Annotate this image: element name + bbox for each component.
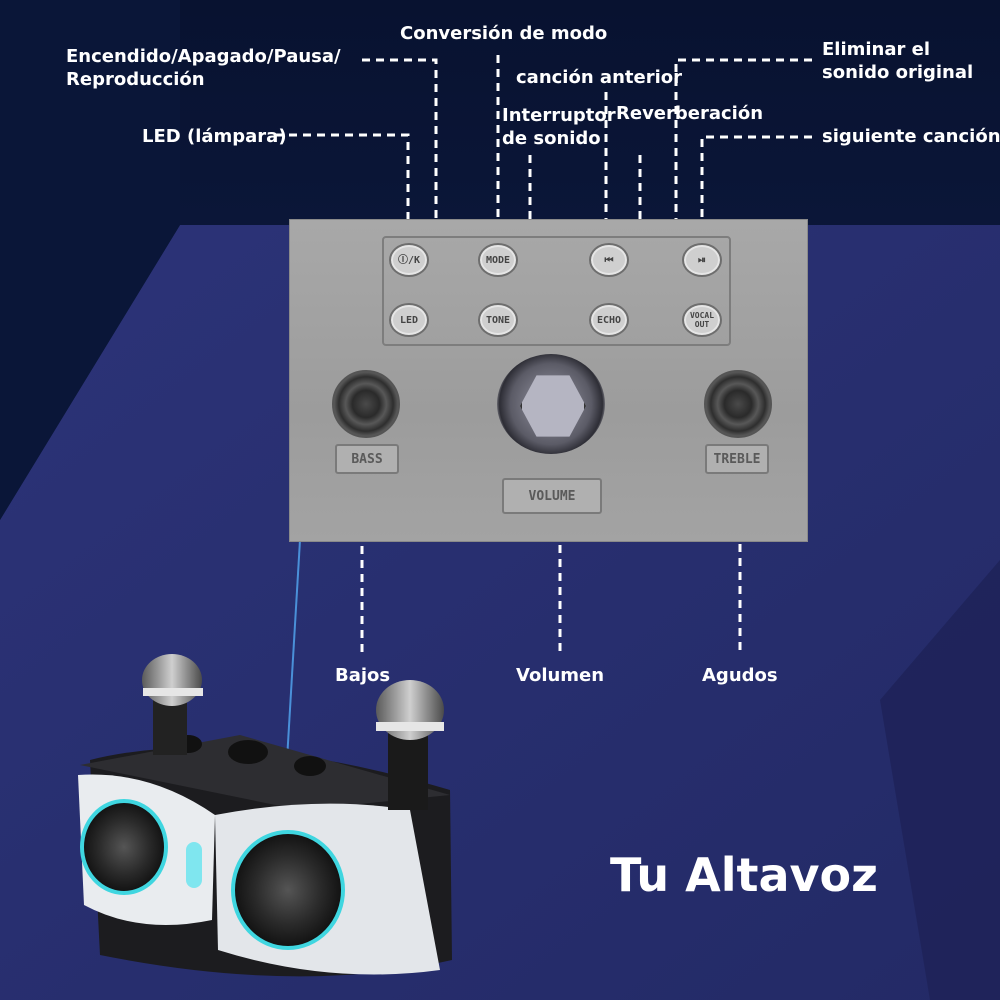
callout-remove-vocal-line2: sonido original — [822, 62, 974, 83]
next-song-button[interactable]: ⏯ — [682, 243, 722, 277]
callout-bass: Bajos — [335, 665, 391, 686]
led-button[interactable]: LED — [389, 303, 429, 337]
tone-button[interactable]: TONE — [478, 303, 518, 337]
callout-power: Encendido/Apagado/Pausa/ Reproducción — [66, 45, 341, 91]
callout-tone-switch: Interruptor de sonido — [502, 104, 616, 150]
headline: Tu Altavoz — [610, 848, 878, 902]
vocal-out-button[interactable]: VOCAL OUT — [682, 303, 722, 337]
mode-button[interactable]: MODE — [478, 243, 518, 277]
callout-remove-vocal: Eliminar el sonido original — [822, 38, 973, 84]
callout-prev-song: canción anterior — [516, 67, 682, 88]
callout-power-line1: Encendido/Apagado/Pausa/ — [66, 46, 341, 67]
volume-hex-icon — [520, 375, 586, 437]
control-panel: Ⓘ/K MODE ⏮ ⏯ LED TONE ECHO VOCAL OUT BAS… — [289, 219, 808, 542]
callout-tone-switch-line2: de sonido — [502, 128, 601, 149]
button-frame — [382, 236, 731, 346]
power-button[interactable]: Ⓘ/K — [389, 243, 429, 277]
callout-reverb: Reverberación — [616, 103, 764, 124]
treble-knob[interactable] — [704, 370, 772, 438]
bass-knob[interactable] — [332, 370, 400, 438]
callout-volume: Volumen — [516, 665, 605, 686]
volume-label: VOLUME — [502, 478, 602, 514]
callout-remove-vocal-line1: Eliminar el — [822, 39, 931, 60]
callout-led: LED (lámpara) — [142, 126, 287, 147]
callout-mode: Conversión de modo — [400, 23, 608, 44]
treble-label: TREBLE — [705, 444, 769, 474]
echo-button[interactable]: ECHO — [589, 303, 629, 337]
callout-tone-switch-line1: Interruptor — [502, 105, 616, 126]
bass-label: BASS — [335, 444, 399, 474]
callout-next-song: siguiente canción — [822, 126, 1000, 147]
prev-song-button[interactable]: ⏮ — [589, 243, 629, 277]
callout-power-line2: Reproducción — [66, 69, 205, 90]
callout-treble: Agudos — [702, 665, 778, 686]
